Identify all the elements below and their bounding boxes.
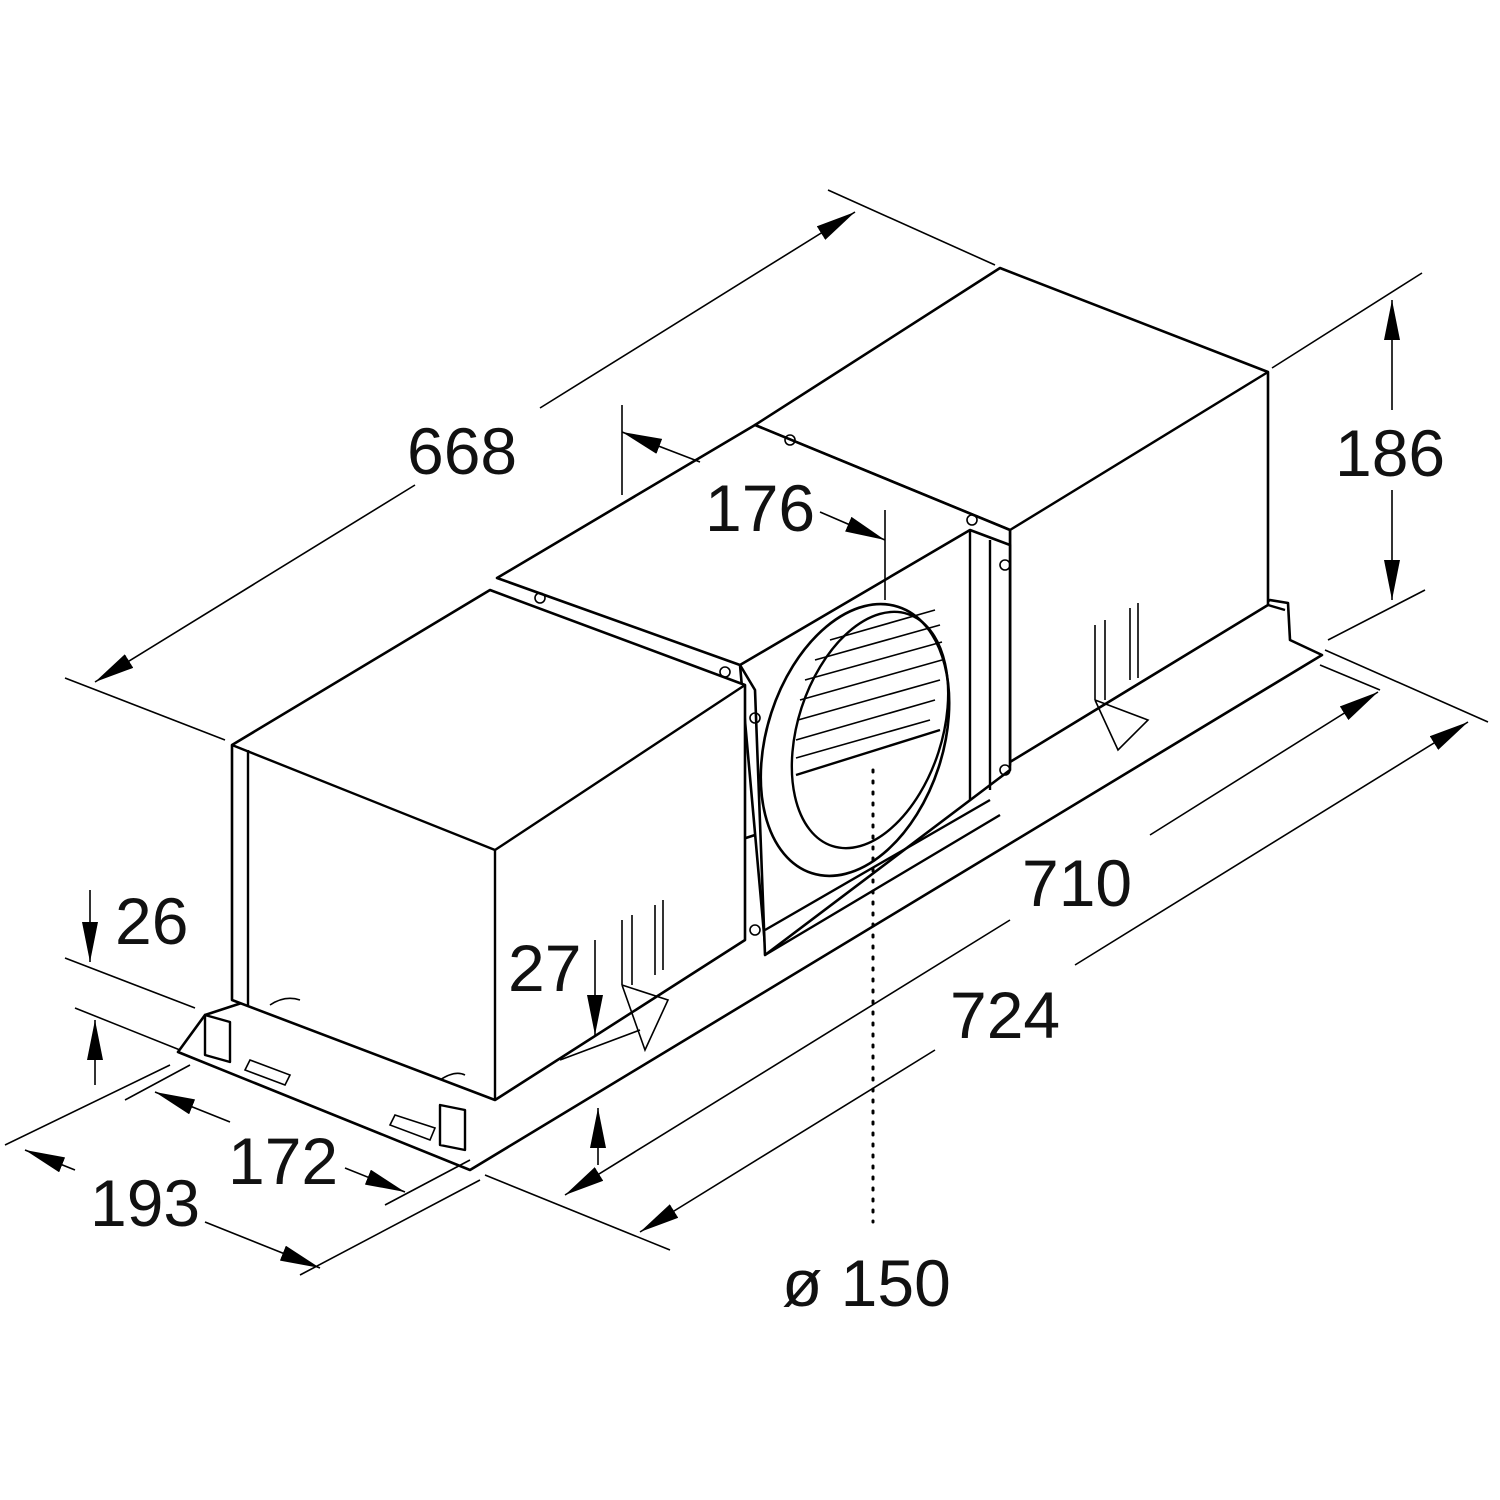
dim-186: 186 [1335, 416, 1446, 490]
dimension-lines [4, 189, 1489, 1276]
left-housing [203, 588, 747, 1152]
dim-26: 26 [115, 884, 189, 958]
dim-193: 193 [90, 1166, 201, 1240]
dim-176: 176 [705, 471, 816, 545]
dim-duct-diameter: ø 150 [782, 1246, 951, 1320]
dim-724: 724 [950, 978, 1061, 1052]
duct-spigot [759, 602, 951, 878]
dim-172: 172 [228, 1124, 339, 1198]
dim-668: 668 [407, 414, 518, 488]
dim-710: 710 [1022, 846, 1133, 920]
dim-27: 27 [508, 931, 582, 1005]
